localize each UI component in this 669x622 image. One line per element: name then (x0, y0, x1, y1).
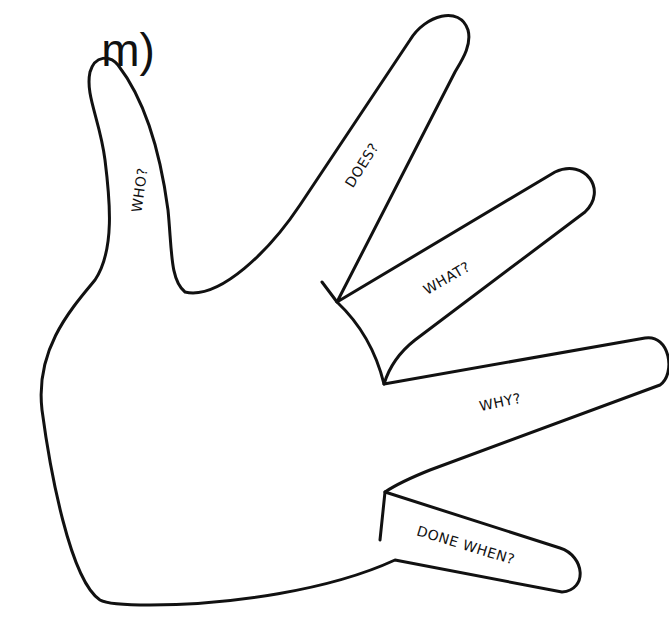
finger-base-line (322, 282, 385, 540)
finger-label: DOES? (343, 140, 381, 189)
finger-label: WHO? (129, 167, 149, 213)
finger-label: WHAT? (421, 259, 472, 297)
finger-label: WHY? (478, 391, 522, 414)
title-fragment: m) (101, 27, 155, 73)
hand-outline (41, 16, 669, 605)
finger-label: DONE WHEN? (415, 523, 516, 566)
